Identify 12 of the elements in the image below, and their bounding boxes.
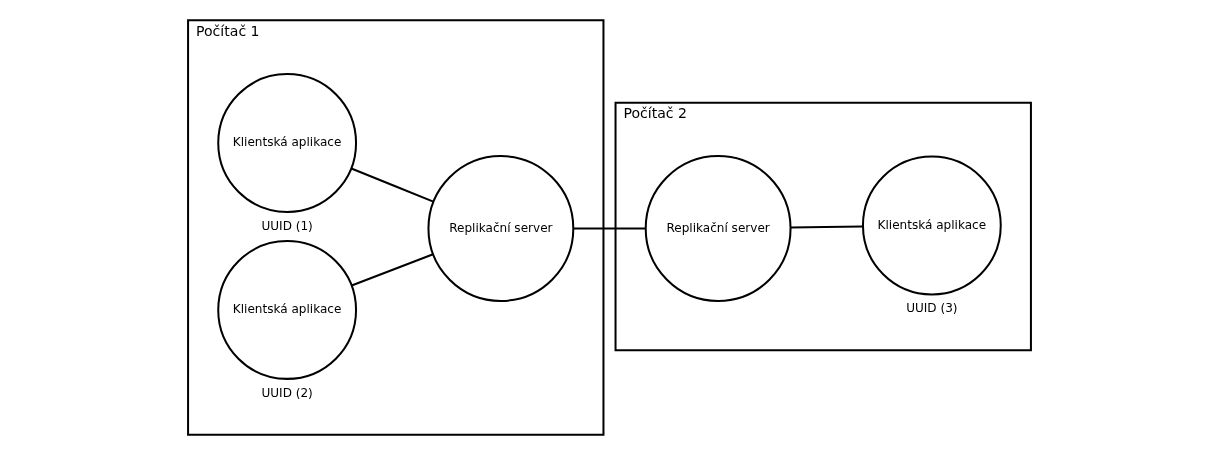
- connector: [351, 167, 434, 203]
- node-circle: Replikační server: [427, 155, 575, 302]
- node-circle: Replikační server: [644, 155, 792, 302]
- connector: [790, 225, 863, 229]
- node-circle: Klientská aplikace: [861, 155, 1002, 296]
- node-label: UUID (2): [261, 385, 313, 400]
- node-circle: Klientská aplikace: [217, 73, 358, 213]
- connector: [573, 227, 646, 230]
- connector: [351, 253, 434, 287]
- node-circle: Klientská aplikace: [217, 240, 358, 380]
- node-label: UUID (3): [906, 301, 958, 316]
- node-label: UUID (1): [261, 218, 313, 233]
